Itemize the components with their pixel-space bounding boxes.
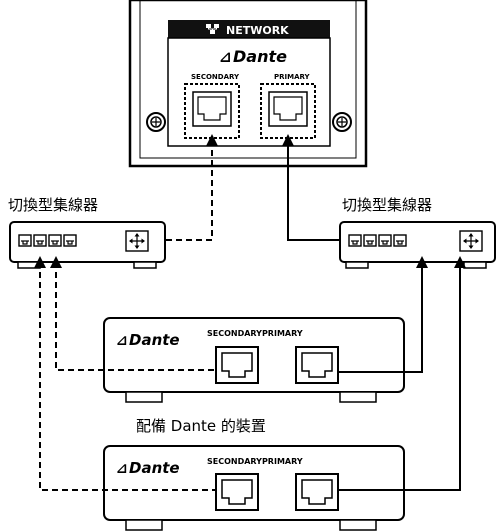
cable-card-secondary-to-left-switch xyxy=(165,134,218,241)
network-icon xyxy=(206,24,219,34)
primary-network-cables xyxy=(282,134,466,491)
uplink-arrows-icon[interactable] xyxy=(125,230,149,252)
device-2-port-label: SECONDARYPRIMARY xyxy=(207,457,303,466)
device-2-brand: Dante xyxy=(129,459,180,477)
network-card: NETWORK ⊿ Dante SECONDARY PRIMARY xyxy=(128,0,368,168)
card-secondary-port[interactable] xyxy=(184,83,240,139)
switch-port[interactable] xyxy=(348,234,362,247)
dante-logo-icon: ⊿ xyxy=(219,48,232,66)
cable-left-switch-to-device-2 xyxy=(34,256,216,491)
right-switch-label: 切換型集線器 xyxy=(342,196,432,214)
device-1-secondary-port[interactable] xyxy=(215,346,259,384)
switch-port[interactable] xyxy=(18,234,32,247)
switch-port[interactable] xyxy=(378,234,392,247)
device-2-primary-port[interactable] xyxy=(295,473,339,511)
card-secondary-label: SECONDARY xyxy=(191,73,240,81)
dante-logo-icon: ⊿ xyxy=(116,333,128,349)
screw-icon xyxy=(146,112,166,132)
switch-port[interactable] xyxy=(63,234,77,247)
card-primary-port[interactable] xyxy=(260,83,316,139)
cable-right-switch-to-device-1 xyxy=(338,256,428,373)
left-switch-label: 切換型集線器 xyxy=(8,196,98,214)
device-1-primary-port[interactable] xyxy=(295,346,339,384)
dante-device-2: ⊿ Dante SECONDARYPRIMARY xyxy=(103,445,405,531)
switch-port[interactable] xyxy=(33,234,47,247)
card-primary-label: PRIMARY xyxy=(274,73,311,81)
cable-left-switch-to-device-1 xyxy=(50,256,216,371)
switch-port[interactable] xyxy=(393,234,407,247)
device-2-secondary-port[interactable] xyxy=(215,473,259,511)
screw-icon xyxy=(332,112,352,132)
switch-port[interactable] xyxy=(363,234,377,247)
device-1-brand: Dante xyxy=(129,331,180,349)
switch-port[interactable] xyxy=(48,234,62,247)
network-card-brand: Dante xyxy=(233,47,287,66)
dante-device-1: ⊿ Dante SECONDARYPRIMARY xyxy=(103,317,405,403)
network-header-label: NETWORK xyxy=(226,24,289,37)
device-1-port-label: SECONDARYPRIMARY xyxy=(207,329,303,338)
cable-card-primary-to-right-switch xyxy=(282,134,340,241)
uplink-arrows-icon[interactable] xyxy=(459,230,483,252)
secondary-network-cables xyxy=(34,134,218,491)
devices-caption: 配備 Dante 的裝置 xyxy=(136,417,266,435)
dante-logo-icon: ⊿ xyxy=(116,461,128,477)
right-switch xyxy=(339,221,496,269)
left-switch xyxy=(9,221,166,269)
cable-right-switch-to-device-2 xyxy=(338,256,466,491)
